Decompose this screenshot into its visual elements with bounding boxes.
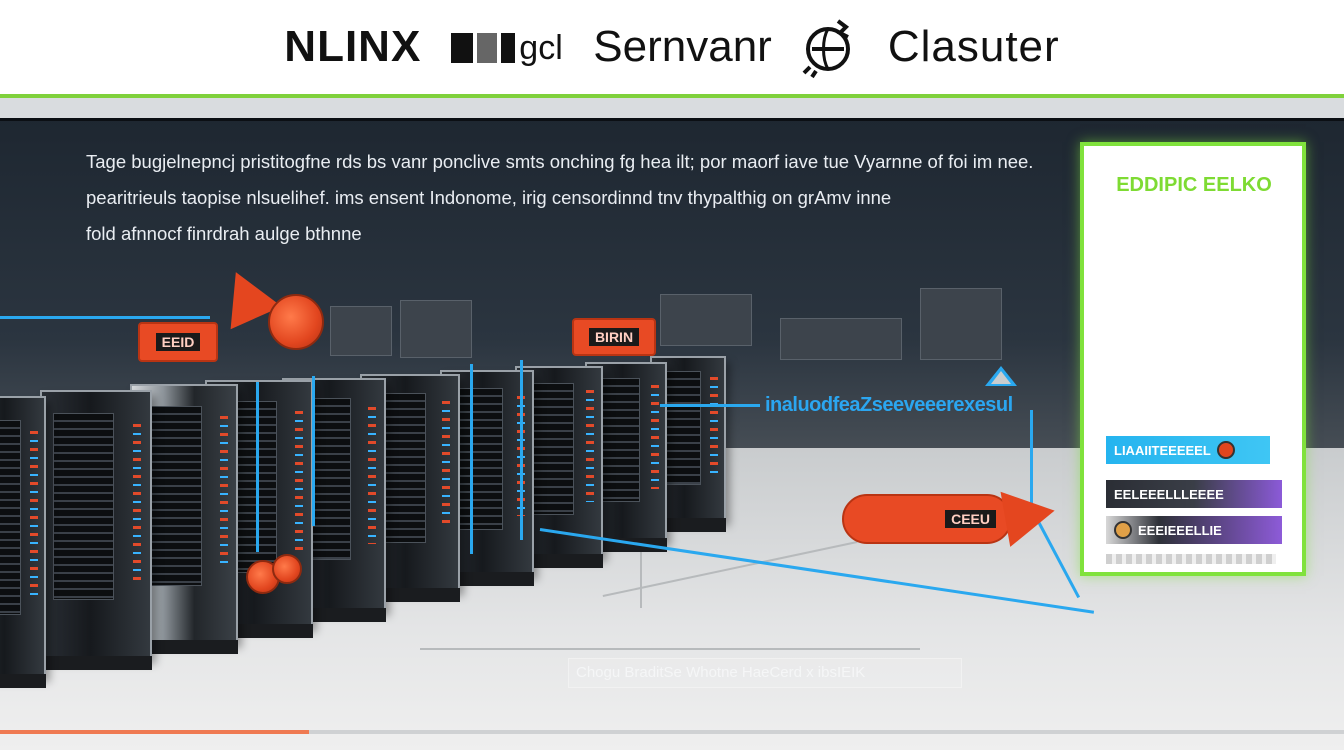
description-line: fold afnnocf finrdrah aulge bthnne	[86, 223, 362, 244]
blue-callout-label: inaluodfeaZseeveeerexesul	[765, 394, 1013, 416]
connection-line	[256, 382, 259, 552]
connection-line	[470, 364, 473, 554]
alert-badge-icon	[272, 554, 302, 584]
panel-bar-2-label: EELEEELLLEEEE	[1114, 486, 1224, 502]
connection-line	[1030, 410, 1033, 520]
server-rack	[0, 396, 46, 688]
record-icon	[1216, 441, 1235, 459]
panel-bar-2[interactable]: EELEEELLLEEEE	[1106, 480, 1282, 508]
panel-footer-line	[1106, 554, 1276, 564]
panel-heading: EDDIPIC EELKO	[1116, 174, 1272, 196]
background-cabinet	[400, 300, 472, 358]
panel-bar-3[interactable]: EEEIEEELLIE	[1106, 516, 1282, 544]
gauge-icon	[1114, 521, 1132, 539]
server-rack	[130, 384, 238, 654]
connection-line	[0, 316, 210, 319]
server-rack	[650, 356, 726, 532]
alert-badge-icon	[268, 294, 324, 350]
connection-line	[312, 376, 315, 526]
title-word-partial: gcl	[519, 29, 563, 67]
connection-line	[660, 404, 760, 407]
panel-bar-3-label: EEEIEEELLIE	[1138, 522, 1222, 538]
description-line: pearitrieuls taopise nlsuelihef. ims ens…	[86, 187, 892, 208]
bottom-caption: Chogu BraditSe Whotne HaeCerd x ibsIEIK	[576, 664, 866, 681]
scene-divider	[0, 118, 1344, 121]
server-tag-top-text: BIRIN	[588, 328, 640, 346]
description-text: Tage bugjelnepncj pristitogfne rds bs va…	[86, 144, 1206, 252]
panel-bar-1[interactable]: LIAAIITEEEEEL	[1106, 436, 1270, 464]
progress-track	[0, 730, 1344, 734]
title-word-cluster: Clasuter	[887, 22, 1060, 71]
server-tag-left: EEID	[138, 322, 218, 362]
header-banner: NLINX gcl Sernvanr Clasuter	[0, 0, 1344, 98]
gear-icon	[802, 19, 850, 79]
side-panel: EDDIPIC EELKO LIAAIITEEEEEL EELEEELLLEEE…	[1080, 142, 1306, 576]
server-tag-left-text: EEID	[155, 333, 201, 351]
server-tag-top: BIRIN	[572, 318, 656, 356]
triangle-marker	[985, 366, 1017, 386]
background-cabinet	[660, 294, 752, 346]
server-phone-tag: CEEU	[842, 494, 1012, 544]
lightning-bolt-icon	[1000, 483, 1060, 547]
title-word-server: Sernvanr	[593, 22, 772, 71]
panel-bar-1-label: LIAAIITEEEEEL	[1114, 442, 1211, 458]
server-phone-tag-text: CEEU	[945, 510, 996, 528]
title-word-nlinx: NLINX	[284, 22, 422, 71]
description-line: Tage bugjelnepncj pristitogfne rds bs va…	[86, 151, 1034, 172]
background-cabinet	[330, 306, 392, 356]
title-logo-block: gcl	[447, 27, 567, 67]
connection-line	[520, 360, 523, 540]
server-rack	[40, 390, 152, 670]
background-cabinet	[780, 318, 902, 360]
background-cabinet	[920, 288, 1002, 360]
progress-fill	[0, 730, 310, 734]
caption-box	[568, 658, 962, 688]
